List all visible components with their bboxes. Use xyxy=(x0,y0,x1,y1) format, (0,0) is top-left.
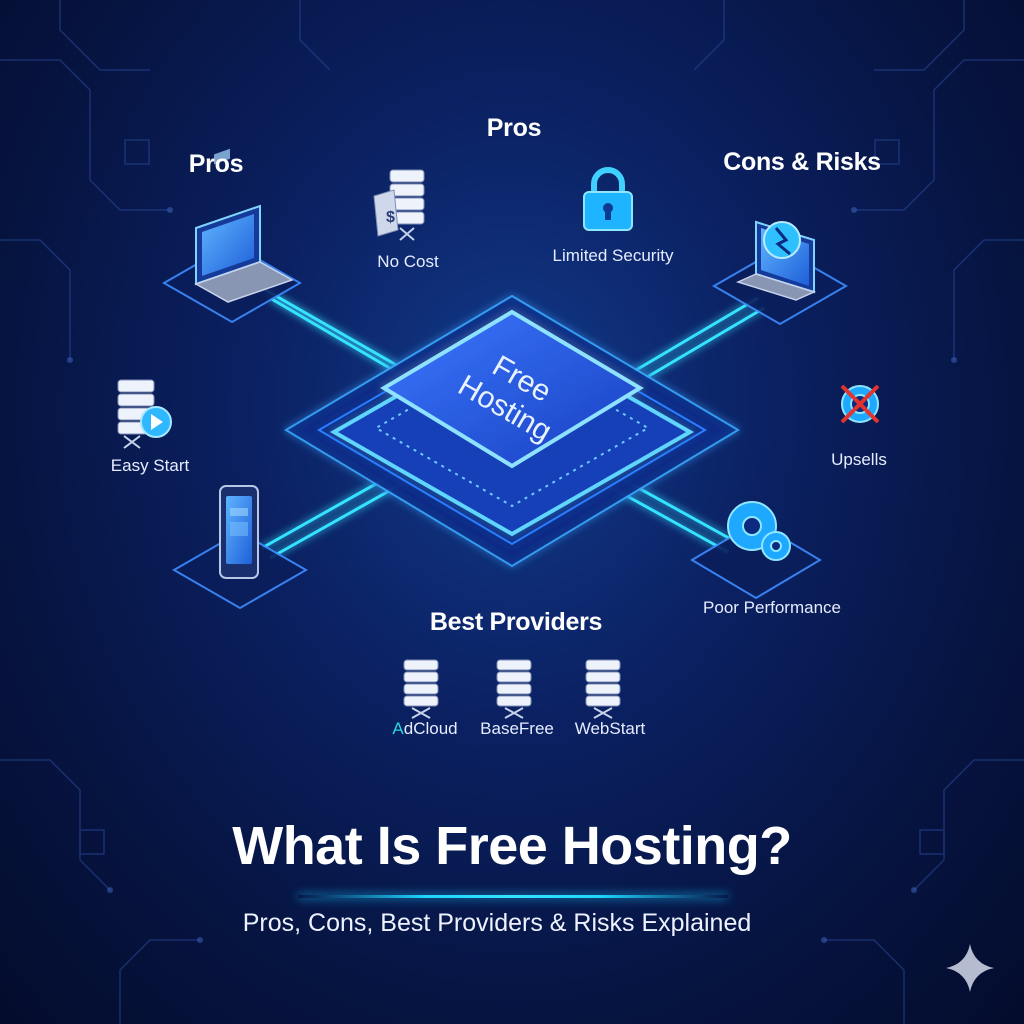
heading-best-providers: Best Providers xyxy=(429,608,603,636)
upsells-cross-icon xyxy=(840,384,880,424)
hub-label: Free Hosting xyxy=(452,349,557,448)
provider-basefree: BaseFree xyxy=(480,719,554,738)
hub-platform xyxy=(284,294,740,568)
provider-adcloud: AdCloud xyxy=(392,719,457,739)
heading-cons-risks: Cons & Risks xyxy=(723,148,881,176)
gear-icon xyxy=(727,501,791,561)
laptop-icon-right xyxy=(735,220,817,301)
server-dollar-icon: $ xyxy=(373,169,425,241)
label-no-cost: No Cost xyxy=(377,252,439,271)
label-limited-security: Limited Security xyxy=(552,246,674,265)
phone-icon xyxy=(219,485,259,579)
provider-adcloud-prefix: A xyxy=(392,719,404,738)
page-subtitle: Pros, Cons, Best Providers & Risks Expla… xyxy=(242,909,752,937)
page-title: What Is Free Hosting? xyxy=(232,816,792,876)
provider-server-icons xyxy=(403,659,621,719)
label-upsells: Upsells xyxy=(831,450,887,469)
heading-pros-top: Pros xyxy=(486,114,542,142)
label-poor-performance: Poor Performance xyxy=(703,598,841,617)
padlock-icon xyxy=(583,167,633,231)
label-easy-start: Easy Start xyxy=(110,456,190,475)
server-play-icon xyxy=(117,379,172,449)
sparkle-icon xyxy=(946,944,994,992)
provider-adcloud-rest: dCloud xyxy=(403,719,458,738)
title-underline xyxy=(298,895,728,898)
provider-webstart: WebStart xyxy=(574,719,646,738)
svg-text:$: $ xyxy=(386,209,395,226)
heading-pros-left: Pros xyxy=(188,150,244,178)
laptop-icon-left xyxy=(194,148,294,303)
